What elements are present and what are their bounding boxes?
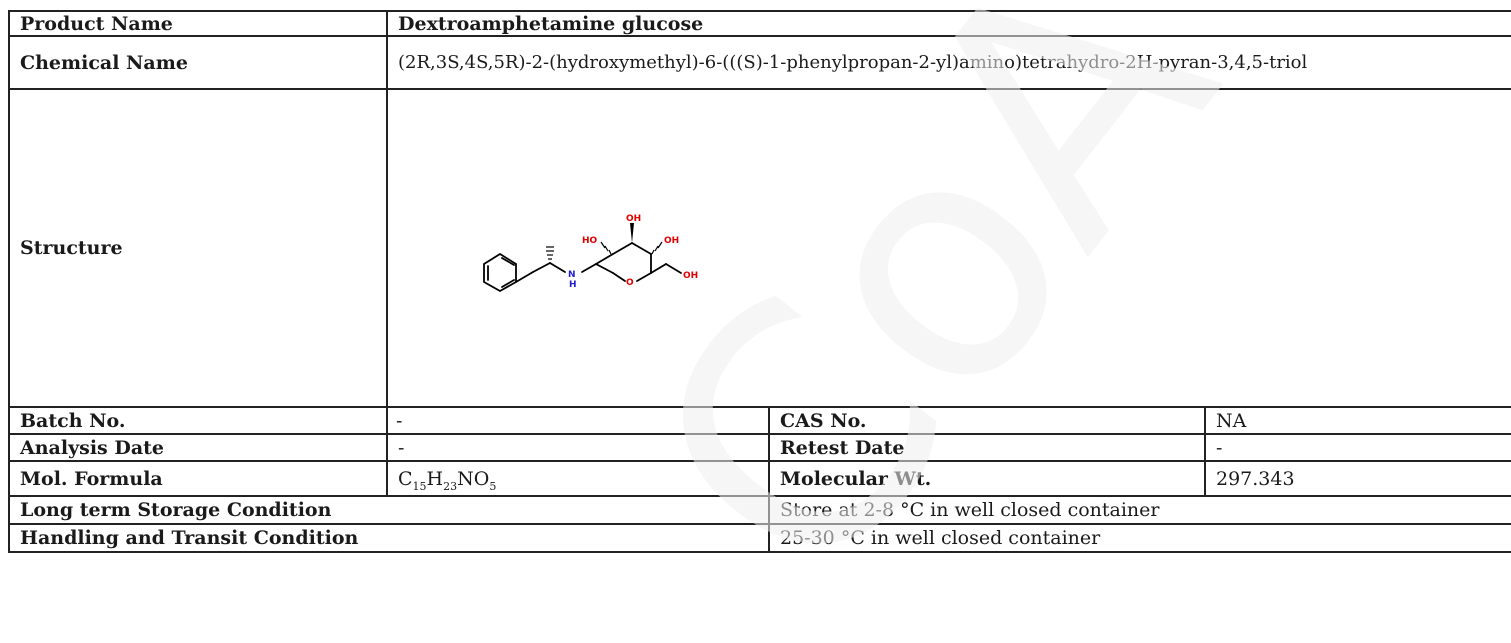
batch-no-value: - (386, 406, 770, 435)
atom-ho-left: HO (582, 236, 598, 246)
chemical-name-value: (2R,3S,4S,5R)-2-(hydroxymethyl)-6-(((S)-… (385, 35, 1511, 90)
handling-label: Handling and Transit Condition (8, 523, 770, 553)
atom-n: N (568, 270, 576, 280)
methyl-hashed-bond (546, 246, 554, 260)
row-handling: Handling and Transit Condition 25-30 °C … (8, 523, 1511, 553)
structure-cell: OH HO OH OH O N H (385, 88, 1511, 408)
atom-oh-right: OH (664, 236, 679, 246)
row-batch-cas: Batch No. - CAS No. NA (8, 406, 1511, 435)
storage-value: Store at 2-8 °C in well closed container (767, 495, 1511, 525)
atom-oh-ch2: OH (683, 271, 698, 281)
row-storage: Long term Storage Condition Store at 2-8… (8, 495, 1511, 525)
formula-h: H (426, 467, 444, 490)
atom-oh-top: OH (626, 214, 641, 224)
mol-formula-label: Mol. Formula (8, 460, 388, 497)
wedge-oh-top (630, 223, 634, 243)
mol-wt-label: Molecular Wt. (768, 460, 1206, 497)
formula-c-count: 15 (412, 479, 427, 493)
storage-label: Long term Storage Condition (8, 495, 770, 525)
formula-h-count: 23 (443, 479, 458, 493)
row-analysis-retest: Analysis Date - Retest Date - (8, 433, 1511, 462)
mol-formula-value: C15H23NO5 (386, 460, 770, 497)
retest-date-value: - (1203, 433, 1511, 462)
chemical-name-label: Chemical Name (8, 35, 388, 90)
retest-date-label: Retest Date (768, 433, 1206, 462)
analysis-date-label: Analysis Date (8, 433, 388, 462)
handling-value: 25-30 °C in well closed container (767, 523, 1511, 553)
structure-label: Structure (8, 88, 388, 408)
row-product-name: Product Name Dextroamphetamine glucose (8, 10, 1511, 37)
formula-no: NO (457, 467, 490, 490)
row-chemical-name: Chemical Name (2R,3S,4S,5R)-2-(hydroxyme… (8, 35, 1511, 90)
coa-table: Product Name Dextroamphetamine glucose C… (8, 10, 1511, 553)
mol-wt-value: 297.343 (1203, 460, 1511, 497)
atom-o-ring: O (626, 278, 634, 288)
product-name-value: Dextroamphetamine glucose (385, 10, 1511, 37)
formula-c: C (398, 467, 413, 490)
product-name-label: Product Name (8, 10, 388, 37)
atom-h: H (569, 280, 577, 290)
chemical-name-text: (2R,3S,4S,5R)-2-(hydroxymethyl)-6-(((S)-… (398, 51, 1308, 73)
cas-no-label: CAS No. (768, 406, 1206, 435)
row-formula-weight: Mol. Formula C15H23NO5 Molecular Wt. 297… (8, 460, 1511, 497)
cas-no-value: NA (1203, 406, 1511, 435)
benzene-ring (483, 252, 517, 293)
batch-no-label: Batch No. (8, 406, 388, 435)
analysis-date-value: - (386, 433, 770, 462)
row-structure: Structure (8, 88, 1511, 408)
formula-o-count: 5 (489, 479, 497, 493)
structure-image: OH HO OH OH O N H (483, 214, 698, 293)
